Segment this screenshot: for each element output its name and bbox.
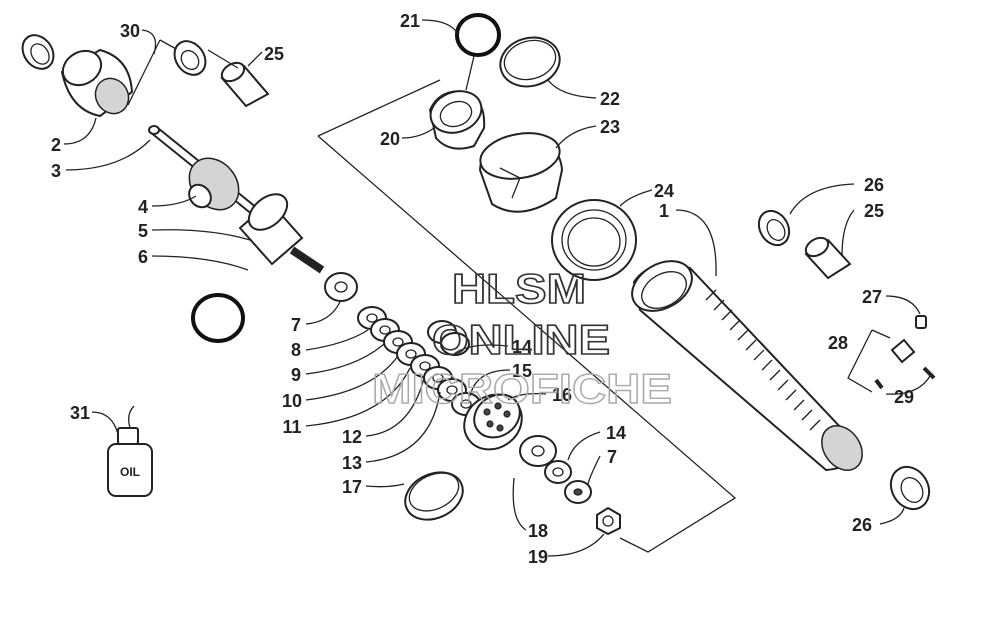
part-20-reservoir-cap [428, 90, 486, 150]
label-25-right: 25 [864, 201, 884, 221]
label-15: 15 [512, 361, 532, 381]
label-27: 27 [862, 287, 882, 307]
label-7-upper: 7 [291, 315, 301, 335]
part-2-eye-mount [60, 48, 134, 118]
label-25-top: 25 [264, 44, 284, 64]
oil-bottle-label: OIL [120, 465, 140, 479]
label-17: 17 [342, 477, 362, 497]
label-20: 20 [380, 129, 400, 149]
label-18: 18 [528, 521, 548, 541]
label-7-lower: 7 [607, 447, 617, 467]
part-25-sleeve-top [220, 61, 270, 108]
part-30-bushing-right [173, 40, 207, 76]
label-1: 1 [659, 201, 669, 221]
watermark-line-3: MICROFICHE [372, 365, 672, 412]
part-30-bushing-left [21, 34, 55, 70]
part-24-spring-seat [551, 199, 637, 281]
part-22-ring [499, 36, 561, 88]
watermark-line-1: HLSM [452, 265, 586, 312]
part-23-sleeve [478, 132, 564, 213]
part-17-piston-ring [404, 471, 464, 521]
part-labels: 30 25 2 3 4 5 6 7 8 9 10 11 12 13 17 14 … [51, 11, 914, 567]
label-26-lower: 26 [852, 515, 872, 535]
part-16-piston [463, 393, 523, 451]
part-25-sleeve-right [804, 236, 852, 280]
part-7-washer [324, 272, 358, 302]
label-14-upper: 14 [512, 337, 532, 357]
watermark: HLSM ONLINE MICROFICHE [371, 264, 672, 413]
label-10: 10 [282, 391, 302, 411]
label-9: 9 [291, 365, 301, 385]
label-12: 12 [342, 427, 362, 447]
leader-lines [63, 19, 931, 557]
label-30: 30 [120, 21, 140, 41]
lower-washer-stack [519, 435, 621, 536]
label-23: 23 [600, 117, 620, 137]
label-4: 4 [138, 197, 148, 217]
part-26-bushing-upper [757, 209, 791, 247]
parts-27-28-29-valve [874, 315, 936, 390]
label-28: 28 [828, 333, 848, 353]
label-22: 22 [600, 89, 620, 109]
label-2: 2 [51, 135, 61, 155]
label-3: 3 [51, 161, 61, 181]
part-1-shock-body [631, 260, 863, 472]
label-16: 16 [552, 385, 572, 405]
label-13: 13 [342, 453, 362, 473]
label-11: 11 [282, 417, 301, 437]
label-31: 31 [70, 403, 90, 423]
part-21-o-ring [455, 13, 501, 57]
watermark-line-2: ONLINE [432, 316, 610, 363]
label-26-upper: 26 [864, 175, 884, 195]
label-24: 24 [654, 181, 674, 201]
label-8: 8 [291, 340, 301, 360]
label-29: 29 [894, 387, 914, 407]
label-14-lower: 14 [606, 423, 626, 443]
label-5: 5 [138, 221, 148, 241]
part-6-o-ring [191, 293, 245, 343]
label-21: 21 [400, 11, 420, 31]
part-5-end-cap [238, 193, 325, 274]
label-6: 6 [138, 247, 148, 267]
part-4-bumper [188, 157, 240, 211]
part-31-oil-bottle: OIL [107, 405, 153, 497]
label-19: 19 [528, 547, 548, 567]
part-26-bushing-lower [889, 465, 931, 511]
